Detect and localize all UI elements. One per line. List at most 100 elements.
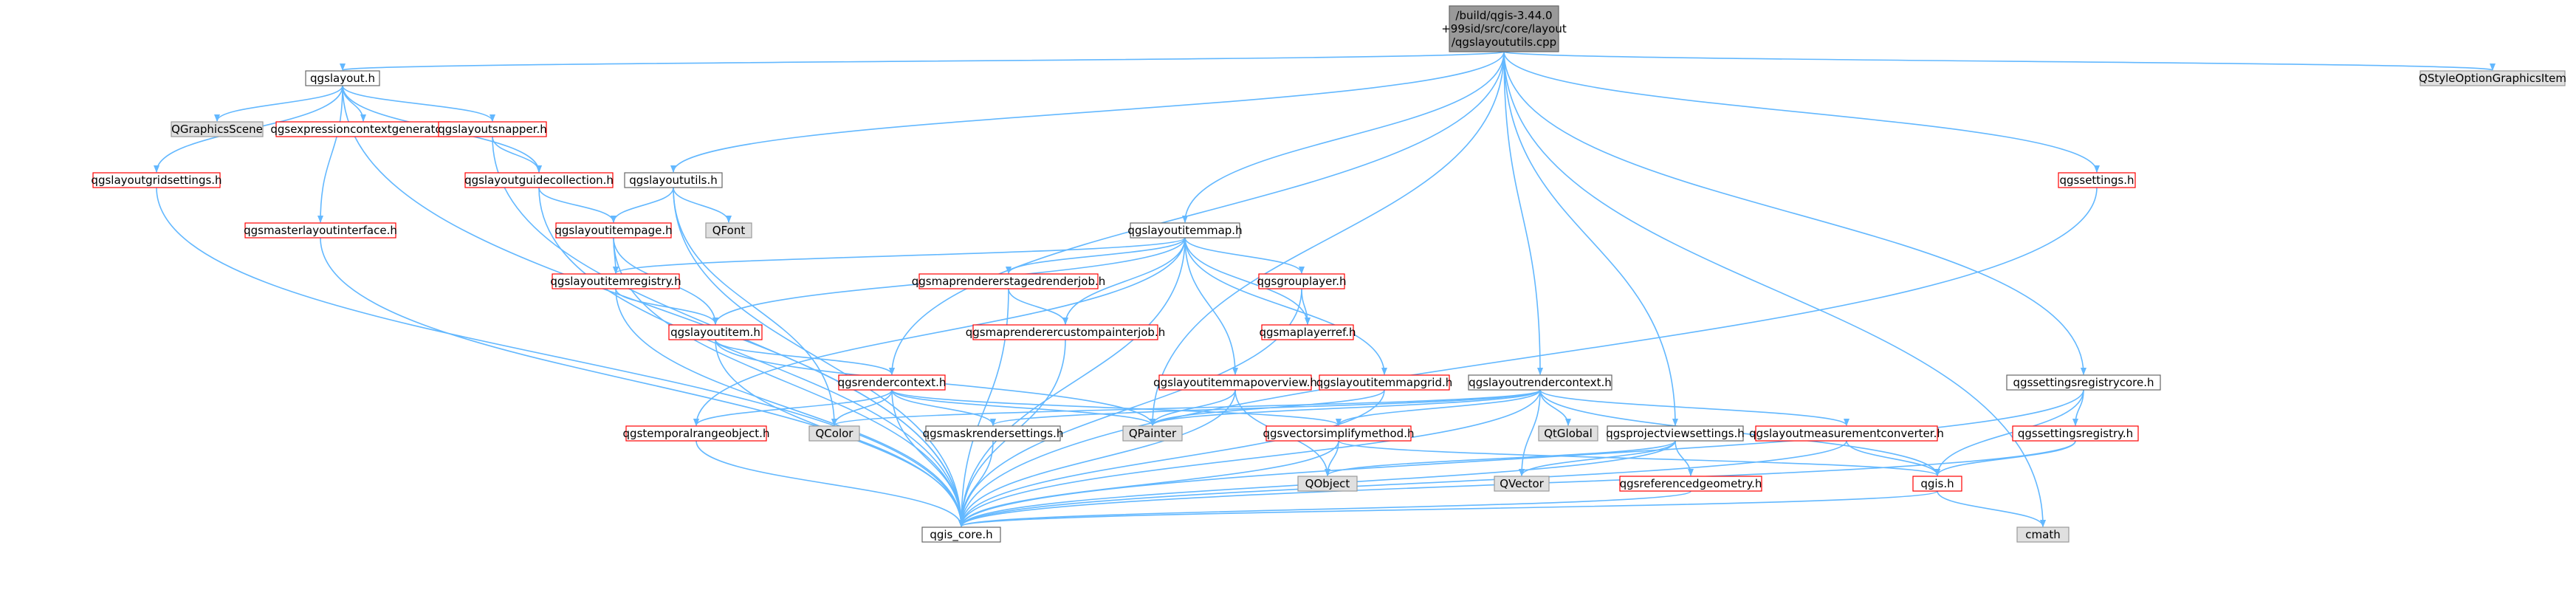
node-label: qgsgrouplayer.h (1257, 275, 1347, 288)
node-label: qgsmaskrendersettings.h (923, 427, 1064, 440)
node-qgsmaskrendersettings[interactable]: qgsmaskrendersettings.h (923, 425, 1064, 442)
node-qgslayoututils-h[interactable]: qgslayoututils.h (624, 172, 723, 188)
node-label: qgslayoutmeasurementconverter.h (1749, 427, 1944, 440)
edge-qgslayoutrendercontext-to-qgsmaskrendersettings (990, 389, 1541, 426)
node-box (1261, 324, 1354, 340)
edge-qgslayoutitemregistry-to-qgis_core (615, 288, 964, 527)
node-qgsgrouplayer[interactable]: qgsgrouplayer.h (1257, 273, 1347, 289)
node-qgslayoutsnapper[interactable]: qgslayoutsnapper.h (438, 121, 547, 137)
edge-root-to-qstyleoptiongraphicsitem (1503, 51, 2495, 71)
edge-root-to-qgsprojectviewsettings (1503, 51, 1678, 426)
node-qgslayoutguidecollection[interactable]: qgslayoutguidecollection.h (464, 172, 614, 188)
node-box (1449, 5, 1559, 52)
node-qgslayoutrendercontext[interactable]: qgslayoutrendercontext.h (1468, 374, 1612, 391)
node-box (2016, 526, 2070, 543)
node-qgsmaplayerref[interactable]: qgsmaplayerref.h (1259, 324, 1356, 340)
node-box (1158, 374, 1312, 391)
edge-qgslayoutrendercontext-to-qgsvectorsimplifymethod (1336, 389, 1541, 426)
node-qobject[interactable]: QObject (1297, 476, 1358, 492)
node-box (555, 222, 672, 239)
edge-root-to-qgssettingsregistrycore (1503, 51, 2086, 375)
node-qstyleoptiongraphicsitem[interactable]: QStyleOptionGraphicsItem (2419, 70, 2566, 86)
node-label: QFont (712, 224, 746, 237)
node-qgsprojectviewsettings[interactable]: qgsprojectviewsettings.h (1606, 425, 1745, 442)
node-label: QObject (1305, 477, 1350, 490)
edge-qgslayoutrendercontext-to-qvector (1519, 389, 1541, 476)
edge-qgslayoutitemmap-to-qgslayoutitemregistry (613, 237, 1186, 274)
edge-qgsvectorsimplifymethod-to-qgis_h (1338, 440, 1940, 476)
edge-qgslayoutitemmap-to-qgsmaplayerref (1184, 237, 1311, 325)
edge-qgsrendercontext-to-qgsmaskrendersettings (891, 389, 996, 426)
node-qgslayoutitempage[interactable]: qgslayoutitempage.h (554, 222, 673, 239)
edge-qgsrendercontext-to-qgsvectorsimplifymethod (891, 389, 1342, 426)
node-box (918, 273, 1099, 289)
node-label: qgslayoutitemmapoverview.h (1153, 376, 1317, 389)
node-qgsgraphicsscene[interactable]: QGraphicsScene (171, 121, 264, 137)
node-box (92, 172, 221, 188)
node-qgslayout-h[interactable]: qgslayout.h (305, 70, 380, 86)
node-cmath[interactable]: cmath (2016, 526, 2070, 543)
node-qtglobal[interactable]: QtGlobal (1538, 425, 1598, 442)
node-root[interactable]: /build/qgis-3.44.0+99sid/src/core/layout… (1441, 5, 1567, 52)
node-label: +99sid/src/core/layout (1441, 22, 1567, 35)
node-qcolor[interactable]: QColor (808, 425, 860, 442)
edge-qgslayoutitemmap-to-qgsgrouplayer (1184, 237, 1305, 274)
node-qgslayoutgridsettings[interactable]: qgslayoutgridsettings.h (91, 172, 222, 188)
node-qgslayoutitemregistry[interactable]: qgslayoutitemregistry.h (550, 273, 681, 289)
edge-qgslayout_h-to-qgslayoutsnapper (342, 85, 495, 122)
node-qgis-h[interactable]: qgis.h (1912, 476, 1962, 492)
node-qgsmaprendererstagedrenderjob[interactable]: qgsmaprendererstagedrenderjob.h (912, 273, 1106, 289)
node-label: qgslayoutguidecollection.h (464, 174, 614, 187)
node-label: QGraphicsScene (171, 123, 263, 136)
node-qgsmaprenderercustompainterjob[interactable]: qgsmaprenderercustompainterjob.h (966, 324, 1165, 340)
node-qvector[interactable]: QVector (1494, 476, 1550, 492)
node-qgslayoutitemmap[interactable]: qgslayoutitemmap.h (1127, 222, 1243, 239)
node-qgsreferencedgeometry[interactable]: qgsreferencedgeometry.h (1619, 476, 1762, 492)
node-label: qgssettingsregistrycore.h (2013, 376, 2154, 389)
node-box (438, 121, 547, 137)
node-label: qgssettings.h (2060, 174, 2134, 187)
edge-qgsprojectviewsettings-to-qgsreferencedgeometry (1675, 440, 1694, 476)
node-qgslayoutmeasurementconverter[interactable]: qgslayoutmeasurementconverter.h (1749, 425, 1944, 442)
edge-qgslayoutitemmap-to-qgis_core (958, 237, 1186, 527)
node-qgslayoutitemmapgrid[interactable]: qgslayoutitemmapgrid.h (1316, 374, 1453, 391)
node-label: qgslayout.h (310, 72, 375, 85)
node-box (1619, 476, 1762, 492)
node-qgsrendercontext[interactable]: qgsrendercontext.h (838, 374, 947, 391)
node-box (1258, 273, 1345, 289)
node-qgis-core[interactable]: qgis_core.h (921, 526, 1001, 543)
node-qgsvectorsimplifymethod[interactable]: qgsvectorsimplifymethod.h (1263, 425, 1415, 442)
node-qgstemporalrangeobject[interactable]: qgstemporalrangeobject.h (623, 425, 770, 442)
edge-qgslayoutrendercontext-to-qpainter (1150, 389, 1541, 426)
edge-qgslayoutrendercontext-to-qcolor (831, 389, 1541, 426)
node-label: /build/qgis-3.44.0 (1455, 9, 1552, 22)
node-label: QPainter (1129, 427, 1177, 440)
node-qgssettings[interactable]: qgssettings.h (2058, 172, 2136, 188)
node-qgslayoutitem[interactable]: qgslayoutitem.h (668, 324, 763, 340)
node-box (552, 273, 680, 289)
node-box (1755, 425, 1938, 442)
node-box (1494, 476, 1550, 492)
node-box (2006, 374, 2161, 391)
node-box (972, 324, 1158, 340)
node-qgssettingsregistrycore[interactable]: qgssettingsregistrycore.h (2006, 374, 2161, 391)
node-box (2058, 172, 2136, 188)
node-box (1297, 476, 1358, 492)
edge-qgslayoutguidecollection-to-qgis_core (538, 187, 964, 527)
node-qgsmasterlayoutinterface[interactable]: qgsmasterlayoutinterface.h (244, 222, 397, 239)
node-qfont[interactable]: QFont (705, 222, 752, 239)
node-label: qgslayoututils.h (629, 174, 717, 187)
node-label: qgssettingsregistry.h (2018, 427, 2133, 440)
node-qgslayoutitemmapoverview[interactable]: qgslayoutitemmapoverview.h (1153, 374, 1317, 391)
node-qpainter[interactable]: QPainter (1122, 425, 1183, 442)
edge-root-to-qgslayoututils_h (670, 51, 1505, 173)
node-qgsexpressioncontextgenerator[interactable]: qgsexpressioncontextgenerator.h (270, 121, 456, 137)
node-box (1319, 374, 1450, 391)
node-qgssettingsregistry[interactable]: qgssettingsregistry.h (2012, 425, 2139, 442)
node-box (305, 70, 380, 86)
edge-qgsrendercontext-to-qgis_core (891, 389, 964, 527)
node-label: qgslayoutitempage.h (554, 224, 672, 237)
node-box (1122, 425, 1183, 442)
edge-qgslayout_h-to-qgis_core (342, 85, 964, 527)
edge-qgsmaskrendersettings-to-qgis_core (958, 440, 994, 527)
